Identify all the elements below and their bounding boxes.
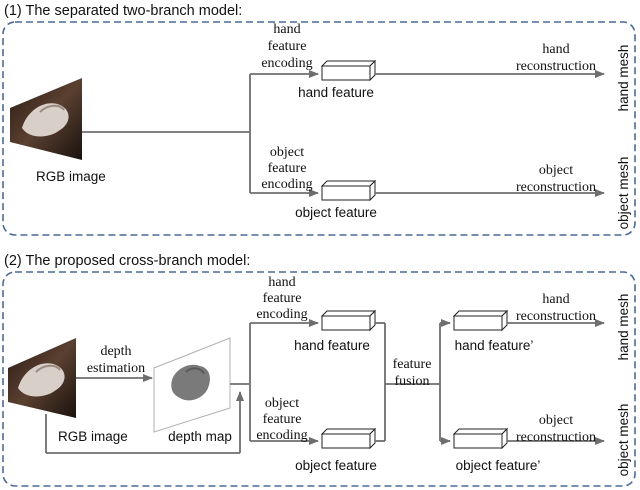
panel2-hand-feature-fused-label: hand feature’ <box>455 338 534 353</box>
svg-text:fusion: fusion <box>395 374 430 389</box>
panel2-depth-map-label: depth map <box>168 429 232 444</box>
panel2-depth-estimation-label: depth estimation <box>87 344 145 376</box>
panel1-object-encoding-label: object feature encoding <box>261 145 312 192</box>
svg-text:feature: feature <box>268 161 307 176</box>
panel2-object-feature-fused-block <box>452 427 509 450</box>
panel2-rgb-skip-line <box>45 391 244 454</box>
svg-text:reconstruction: reconstruction <box>516 180 596 195</box>
panel2-hand-feature-fused-block <box>452 309 509 332</box>
svg-text:feature: feature <box>263 412 302 427</box>
svg-text:object: object <box>539 413 573 428</box>
panel2-hand-feature-block <box>320 309 377 332</box>
svg-text:hand: hand <box>542 292 569 307</box>
panel2-branch-lines <box>230 319 319 445</box>
svg-text:reconstruction: reconstruction <box>516 309 596 324</box>
panel2-object-feature-block <box>320 427 377 450</box>
panel1-hand-encoding-label: hand feature encoding <box>261 22 312 71</box>
svg-text:encoding: encoding <box>261 56 312 71</box>
panel1-rgb-label: RGB image <box>36 169 106 184</box>
panel2-title: (2) The proposed cross-branch model: <box>4 253 250 269</box>
panel1-object-feature-label: object feature <box>295 205 377 220</box>
panel1-object-feature-block <box>320 179 377 202</box>
panel2-feature-fusion-label: feature fusion <box>393 357 432 389</box>
svg-text:hand: hand <box>542 42 569 57</box>
panel2-object-mesh-label: object mesh <box>616 404 631 477</box>
panel2-object-encoding-label: object feature encoding <box>256 396 307 443</box>
svg-text:object: object <box>265 396 299 411</box>
svg-text:encoding: encoding <box>256 428 307 443</box>
panel1-branch-lines <box>82 70 319 197</box>
svg-text:hand: hand <box>273 22 300 37</box>
svg-text:object: object <box>539 163 573 178</box>
svg-text:feature: feature <box>263 291 302 306</box>
panel1-frame <box>2 21 636 236</box>
svg-text:hand: hand <box>268 275 295 290</box>
panel2-rgb-image <box>8 338 76 418</box>
svg-text:encoding: encoding <box>256 307 307 322</box>
panel1-hand-feature-block <box>320 59 377 82</box>
svg-text:encoding: encoding <box>261 177 312 192</box>
panel2-hand-reconstruction-label: hand reconstruction <box>516 292 596 324</box>
panel2-hand-encoding-label: hand feature encoding <box>256 275 307 322</box>
panel2-hand-mesh-label: hand mesh <box>616 294 631 361</box>
panel2-object-feature-fused-label: object feature’ <box>456 458 541 473</box>
svg-text:object: object <box>270 145 304 160</box>
svg-text:reconstruction: reconstruction <box>516 59 596 74</box>
panel1-hand-reconstruction-label: hand reconstruction <box>516 42 596 74</box>
panel1-title: (1) The separated two-branch model: <box>4 3 242 19</box>
panel2-hand-feature-label: hand feature <box>294 338 370 353</box>
panel2-depth-map <box>153 337 231 433</box>
svg-text:feature: feature <box>268 39 307 54</box>
panel1-object-reconstruction-label: object reconstruction <box>516 163 596 195</box>
svg-text:estimation: estimation <box>87 361 145 376</box>
panel2-rgb-label: RGB image <box>58 429 128 444</box>
panel1-object-mesh-label: object mesh <box>616 157 631 230</box>
svg-text:reconstruction: reconstruction <box>516 430 596 445</box>
panel2-object-feature-label: object feature <box>295 458 377 473</box>
svg-text:feature: feature <box>393 357 432 372</box>
svg-text:depth: depth <box>100 344 131 359</box>
panel1-hand-feature-label: hand feature <box>298 85 374 100</box>
panel1-hand-mesh-label: hand mesh <box>616 45 631 112</box>
panel1-rgb-image <box>10 78 82 160</box>
panel2-object-reconstruction-label: object reconstruction <box>516 413 596 445</box>
panel2-fusion-lines <box>375 319 451 445</box>
panel2-frame <box>2 271 636 487</box>
